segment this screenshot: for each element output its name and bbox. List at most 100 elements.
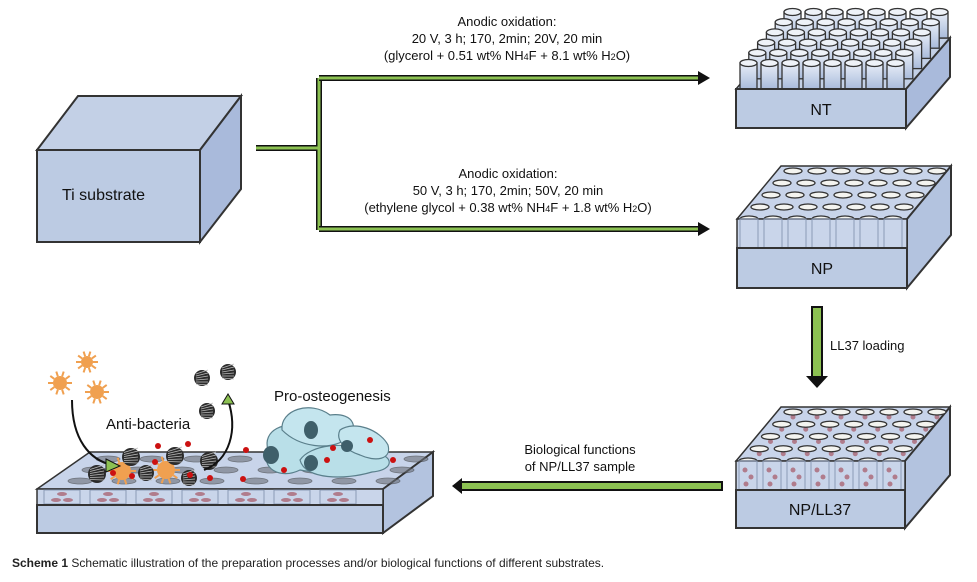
nanotube-opening	[837, 18, 856, 27]
dead-bacterium-texture	[139, 464, 153, 470]
pore-opening	[750, 203, 770, 211]
bacterium-body	[53, 376, 67, 390]
bacterium-spike	[92, 380, 96, 386]
peptide-in-pore	[864, 439, 869, 444]
surface-pore	[375, 477, 401, 485]
peptide-in-pore	[189, 498, 199, 502]
ll37-peptide-dot	[390, 457, 396, 463]
nanotube-opening	[781, 58, 800, 68]
nanotube-opening	[774, 18, 793, 27]
pore-opening	[856, 432, 877, 441]
peptide-in-pore	[235, 498, 245, 502]
peptide-in-pore	[743, 481, 749, 487]
nanotube-opening	[777, 38, 797, 47]
pore-opening	[903, 408, 923, 416]
dead-bacterium-texture	[167, 455, 183, 458]
dead-bacterium-icon	[138, 464, 154, 481]
dead-bacterium-icon	[194, 369, 210, 386]
nanotube-opening	[786, 28, 806, 37]
dead-bacterium-texture	[89, 467, 105, 472]
nanotube-opening	[888, 7, 907, 17]
pore-opening	[831, 408, 851, 416]
dead-bacterium-texture	[221, 369, 235, 373]
loaded-pore-walls	[738, 460, 902, 491]
pore-opening	[831, 167, 851, 175]
nanotube-opening	[882, 38, 902, 47]
peptide-in-pore	[840, 439, 845, 444]
nanotube-opening	[879, 18, 898, 27]
substrate-peptide-pores	[43, 489, 357, 505]
nanotube-opening	[756, 38, 776, 47]
pore-opening	[796, 420, 816, 428]
dead-bacterium-texture	[89, 473, 105, 476]
peptide-in-pore	[327, 498, 337, 502]
pore-opening	[796, 179, 816, 187]
surface-pore	[139, 455, 165, 463]
dead-bacterium-texture	[167, 458, 183, 460]
dead-bacterium-texture	[123, 462, 139, 464]
ll37-peptide-dot	[240, 476, 246, 482]
dead-bacterium-icon	[166, 446, 184, 465]
nanotube-opening	[807, 28, 827, 37]
bacterium-spike	[167, 478, 172, 484]
peptide-in-pore	[912, 439, 917, 444]
peptide-in-pore	[934, 414, 940, 420]
peptide-in-pore	[838, 414, 844, 420]
peptide-in-pore	[97, 498, 107, 502]
surface-pore	[403, 455, 429, 463]
nanotube-opening	[783, 7, 802, 17]
nanotube-opening	[865, 58, 884, 68]
peptide-in-pore	[814, 467, 820, 473]
nanotube-opening	[748, 48, 767, 57]
dead-bacterium-texture	[89, 479, 105, 481]
pore-opening	[772, 179, 792, 187]
bacterium-spike	[87, 351, 92, 357]
np-cond-line2: 50 V, 3 h; 170, 2min; 50V, 20 min	[413, 183, 604, 198]
pore-opening	[892, 179, 912, 187]
peptide-in-pore	[792, 439, 797, 444]
pore-opening	[760, 432, 781, 441]
pore-opening	[844, 420, 864, 428]
pore-opening	[916, 179, 936, 187]
dead-bacterium-texture	[123, 453, 139, 457]
dead-bacterium-icon	[199, 402, 215, 419]
peptide-in-pore	[887, 481, 893, 487]
peptide-in-pore	[143, 498, 153, 502]
np-ll37-label: NP/LL37	[789, 502, 851, 519]
curved-arrow-bacteria-in	[71, 399, 122, 473]
pore-opening	[820, 179, 840, 187]
dead-bacterium-texture	[182, 483, 196, 486]
np-block: NP	[735, 163, 953, 291]
ll37-peptide-dot	[129, 473, 135, 479]
surface-pore	[331, 477, 357, 485]
peptide-in-pore	[804, 451, 810, 457]
nanotube-opening	[858, 18, 877, 27]
peptide-in-pore	[886, 467, 892, 473]
dead-bacterium-texture	[195, 378, 209, 381]
dead-bacterium-texture	[123, 450, 139, 455]
dead-bacterium-texture	[195, 372, 209, 377]
pore-opening	[749, 445, 769, 453]
bacterium-spike	[116, 457, 121, 463]
dead-bacterium-texture	[221, 377, 235, 380]
osteoblast-cells	[263, 407, 390, 478]
peptide-in-pore	[886, 414, 892, 420]
peptide-in-pore	[768, 439, 773, 444]
peptide-in-pore	[103, 492, 113, 496]
dead-bacterium-texture	[89, 476, 105, 478]
peptide-in-pore	[790, 414, 796, 420]
nanotube-opening	[739, 58, 758, 68]
dead-bacterium-texture	[167, 449, 183, 454]
cell-nucleus	[263, 446, 279, 464]
pore-opening	[773, 445, 793, 453]
peptide-in-pore	[149, 492, 159, 496]
pore-opening	[784, 432, 805, 441]
nt-conditions-label: Anodic oxidation: 20 V, 3 h; 170, 2min; …	[384, 14, 630, 63]
nanotube-opening	[921, 18, 940, 27]
substrate-surface-pores	[67, 455, 429, 485]
curved-arrow-dead-out	[203, 393, 235, 471]
dead-bacterium-texture	[201, 454, 217, 459]
peptide-in-pore	[281, 498, 291, 502]
peptide-in-pore	[868, 474, 874, 480]
peptide-in-pore	[828, 451, 834, 457]
